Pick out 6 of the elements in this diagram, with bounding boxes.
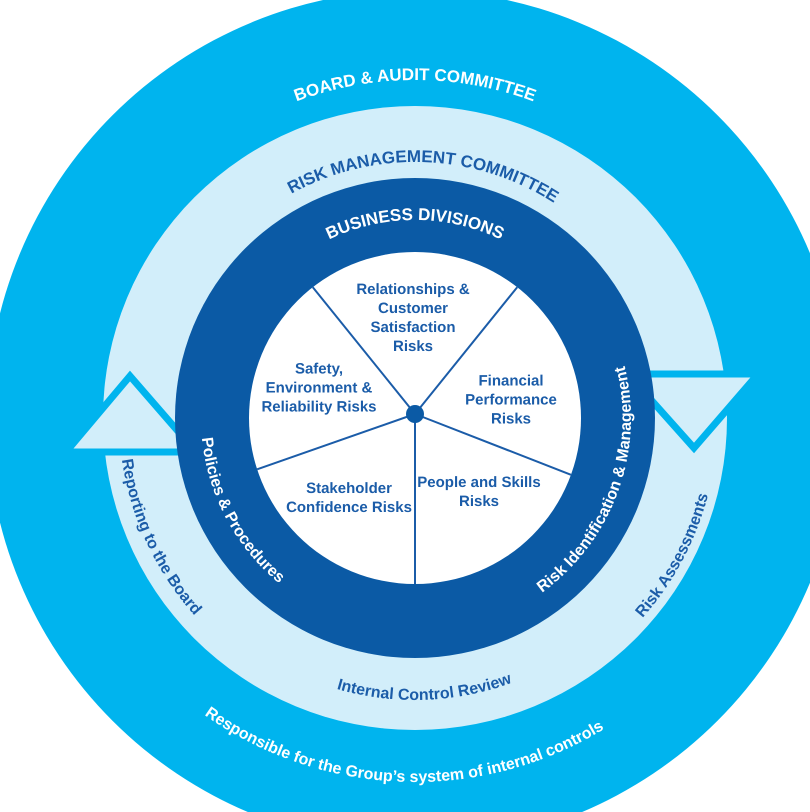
risk-label: Financial Performance Risks [464,372,558,428]
risk-label: Relationships & Customer Satisfaction Risks [355,280,471,356]
ring-label: Internal Control Review [335,670,514,704]
risk-label: Stakeholder Confidence Risks [285,479,413,517]
risk-label: People and Skills Risks [416,473,542,511]
risk-label: Safety, Environment & Reliability Risks [260,360,378,416]
